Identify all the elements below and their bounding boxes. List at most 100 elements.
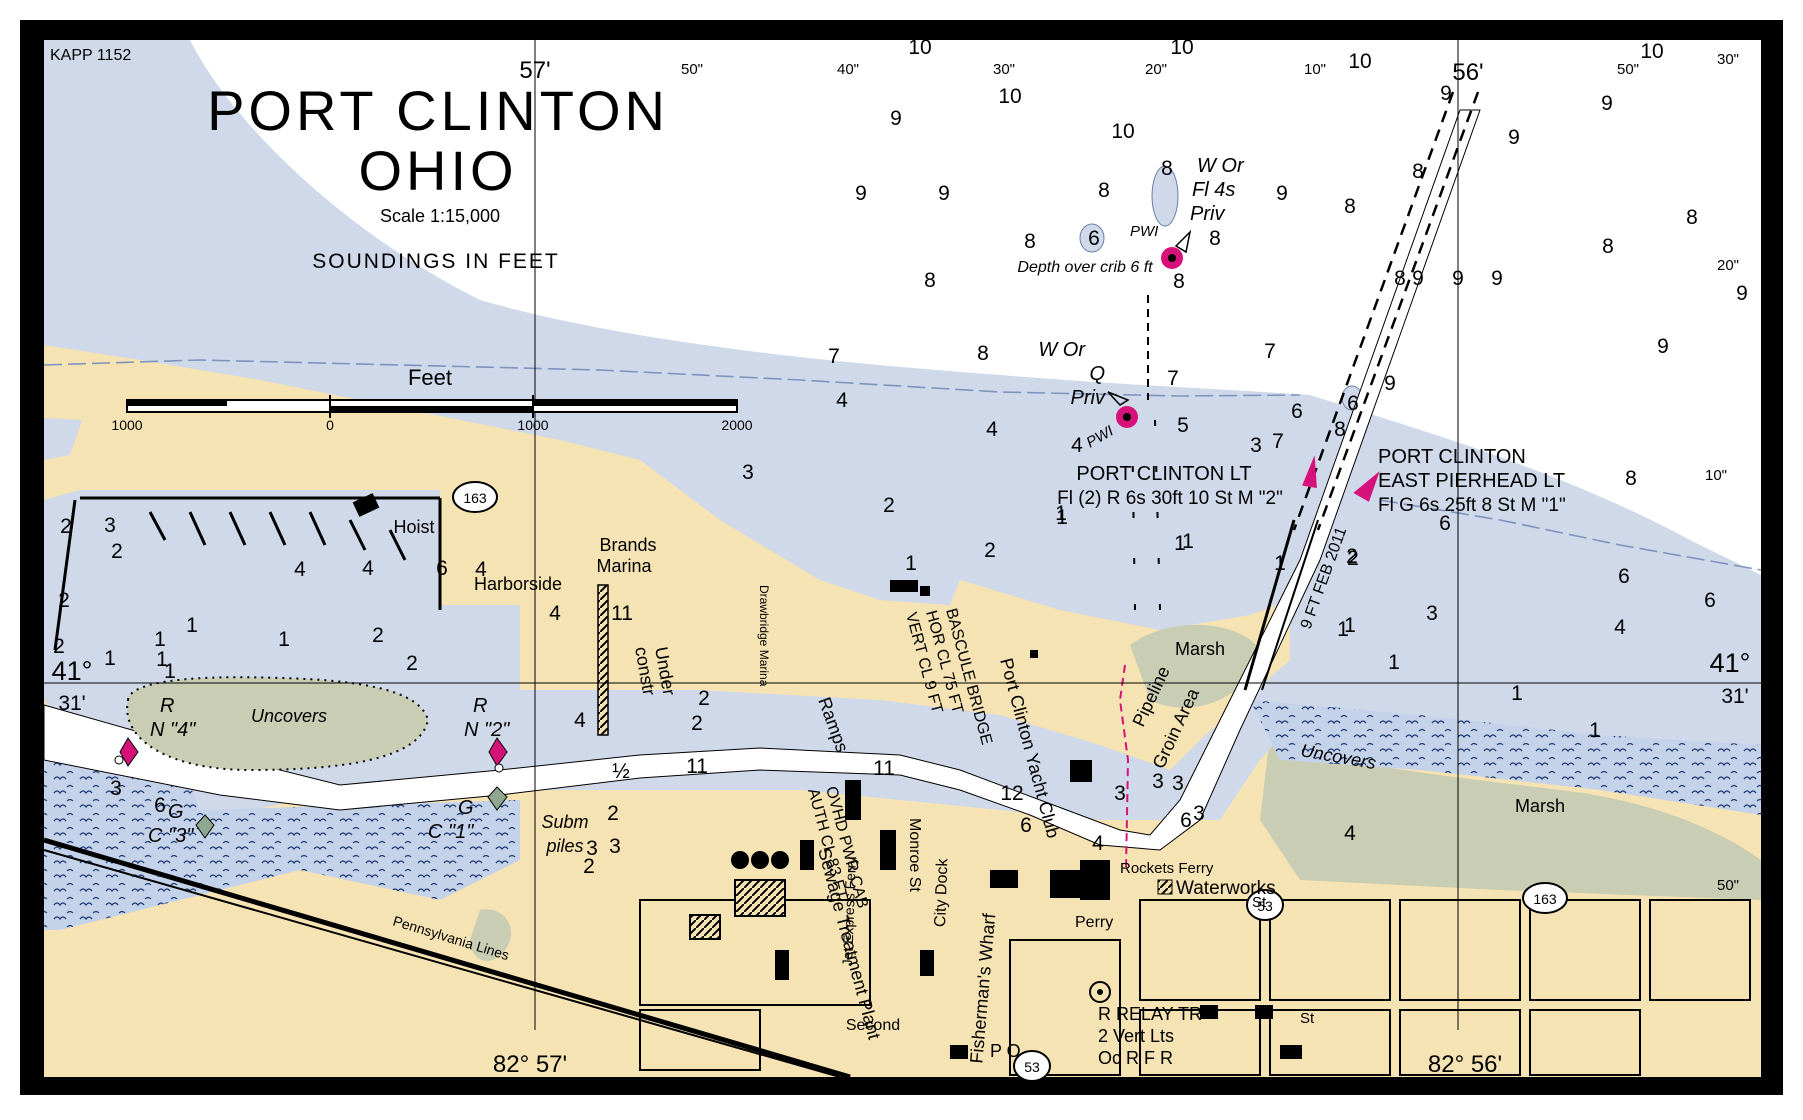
right-border-labels: 30" 20" 10" 50" — [1705, 51, 1739, 894]
label-piles: piles — [545, 836, 583, 856]
label-perry: Perry — [1075, 914, 1113, 931]
sounding: 4 — [294, 558, 306, 581]
sounding: 10 — [1170, 36, 1193, 59]
svg-text:53: 53 — [1257, 898, 1273, 914]
sounding: 1 — [278, 628, 290, 651]
sounding: 4 — [1071, 434, 1083, 457]
sounding: 3 — [1426, 602, 1438, 625]
sounding: 2 — [691, 712, 703, 735]
sounding: 3 — [586, 837, 598, 860]
label-po: P O — [990, 1041, 1021, 1061]
label-harborside: Harborside — [474, 574, 562, 594]
sounding: 3 — [1114, 782, 1126, 805]
label-waterworks: Waterworks — [1176, 878, 1276, 899]
east-pierhead-lt-char: Fl G 6s 25ft 8 St M "1" — [1378, 495, 1566, 516]
scale-tick-0: 0 — [326, 417, 334, 433]
sounding: 8 — [1024, 230, 1036, 253]
label-marsh-north: Marsh — [1175, 639, 1225, 659]
sounding: 1 — [1344, 614, 1356, 637]
sounding: 1 — [164, 660, 176, 683]
lon-label-right: 82° 56' — [1428, 1051, 1502, 1078]
port-clinton-lt-name: PORT CLINTON LT — [1076, 463, 1251, 485]
scale-tick-1000: 1000 — [517, 417, 548, 433]
top-label-57: 57' — [519, 57, 550, 84]
label-subm: Subm — [541, 812, 588, 832]
light-q-l1: W Or — [1038, 339, 1086, 361]
east-pierhead-lt-flare — [1353, 471, 1380, 502]
sounding: 9 — [855, 182, 867, 205]
sounding: 8 — [1686, 206, 1698, 229]
hatched-building-2 — [689, 914, 721, 940]
sounding: 8 — [1161, 157, 1173, 180]
scale-text: Scale 1:15,000 — [380, 206, 500, 226]
sounding: 1 — [186, 614, 198, 637]
east-pierhead-lt-l2: EAST PIERHEAD LT — [1378, 470, 1565, 492]
top-label-50b: 50" — [1617, 61, 1639, 78]
sounding: 8 — [1625, 467, 1637, 490]
shallow-ripple-west — [44, 740, 520, 930]
sounding: 2 — [1347, 547, 1359, 570]
label-drawbridge-marina: Drawbridge Marina — [757, 585, 771, 687]
light-q-l3: Priv — [1071, 387, 1106, 409]
sounding: 1 — [1511, 682, 1523, 705]
sounding: 1 — [1174, 532, 1186, 555]
top-label-10: 10" — [1304, 61, 1326, 78]
sounding: 9 — [1276, 182, 1288, 205]
sounding: 6 — [436, 557, 448, 580]
buoy-c1 — [487, 786, 508, 811]
buoy-n4 — [114, 737, 139, 767]
sounding: 9 — [1440, 82, 1452, 105]
port-clinton-lt-char: Fl (2) R 6s 30ft 10 St M "2" — [1057, 488, 1283, 509]
sounding: 3 — [609, 835, 621, 858]
sounding: 6 — [1704, 589, 1716, 612]
marsh-north — [1130, 624, 1260, 708]
sounding: 6 — [1088, 227, 1100, 250]
buoy-n2 — [488, 737, 508, 773]
route-shield-163-north: 163 — [452, 481, 498, 513]
sounding: 8 — [924, 269, 936, 292]
east-pierhead-lt-l1: PORT CLINTON — [1378, 446, 1526, 468]
sounding: 2 — [58, 589, 70, 612]
scale-tick-1000-left: 1000 — [111, 417, 142, 433]
buoy-n2-l2: N "2" — [464, 719, 510, 741]
label-brands-1: Brands — [599, 535, 656, 555]
label-marsh-east: Marsh — [1515, 796, 1565, 816]
sounding: 2 — [607, 802, 619, 825]
buoy-c3-l1: G — [168, 801, 184, 823]
label-st-2: St — [1300, 1010, 1315, 1027]
sounding: 8 — [1344, 195, 1356, 218]
light-marker-crib — [1161, 229, 1192, 269]
sounding: 1 — [1388, 651, 1400, 674]
sounding: 4 — [836, 389, 848, 412]
contour-6 — [43, 359, 1301, 397]
top-label-40: 40" — [837, 61, 859, 78]
sounding: 7 — [1272, 430, 1284, 453]
relay-l1: R RELAY TR — [1098, 1004, 1202, 1024]
lat-deg-right: 41° — [1710, 648, 1751, 678]
top-label-56: 56' — [1452, 59, 1483, 86]
sounding: 9 — [1412, 267, 1424, 290]
east-marsh — [1260, 735, 1761, 900]
marina-piers — [53, 496, 442, 651]
sounding: 12 — [1000, 782, 1023, 805]
sounding: 6 — [1291, 400, 1303, 423]
title-line-1: PORT CLINTON — [207, 79, 669, 142]
sounding: 9 — [1736, 282, 1748, 305]
label-st-1: St — [1252, 894, 1267, 911]
buildings — [352, 493, 1302, 1059]
sounding: 4 — [986, 418, 998, 441]
sounding: 11 — [873, 757, 895, 780]
sounding: 10 — [1111, 120, 1134, 143]
sounding: 8 — [977, 342, 989, 365]
relay-l3: Oc R F R — [1098, 1048, 1173, 1068]
label-second: Second — [846, 1017, 900, 1034]
light-q-l2: Q — [1089, 363, 1105, 385]
sounding: 3 — [104, 514, 116, 537]
hatched-pier — [597, 584, 609, 736]
sounding: 6 — [1618, 565, 1630, 588]
svg-text:53: 53 — [1024, 1059, 1040, 1075]
sounding: 1 — [905, 552, 917, 575]
